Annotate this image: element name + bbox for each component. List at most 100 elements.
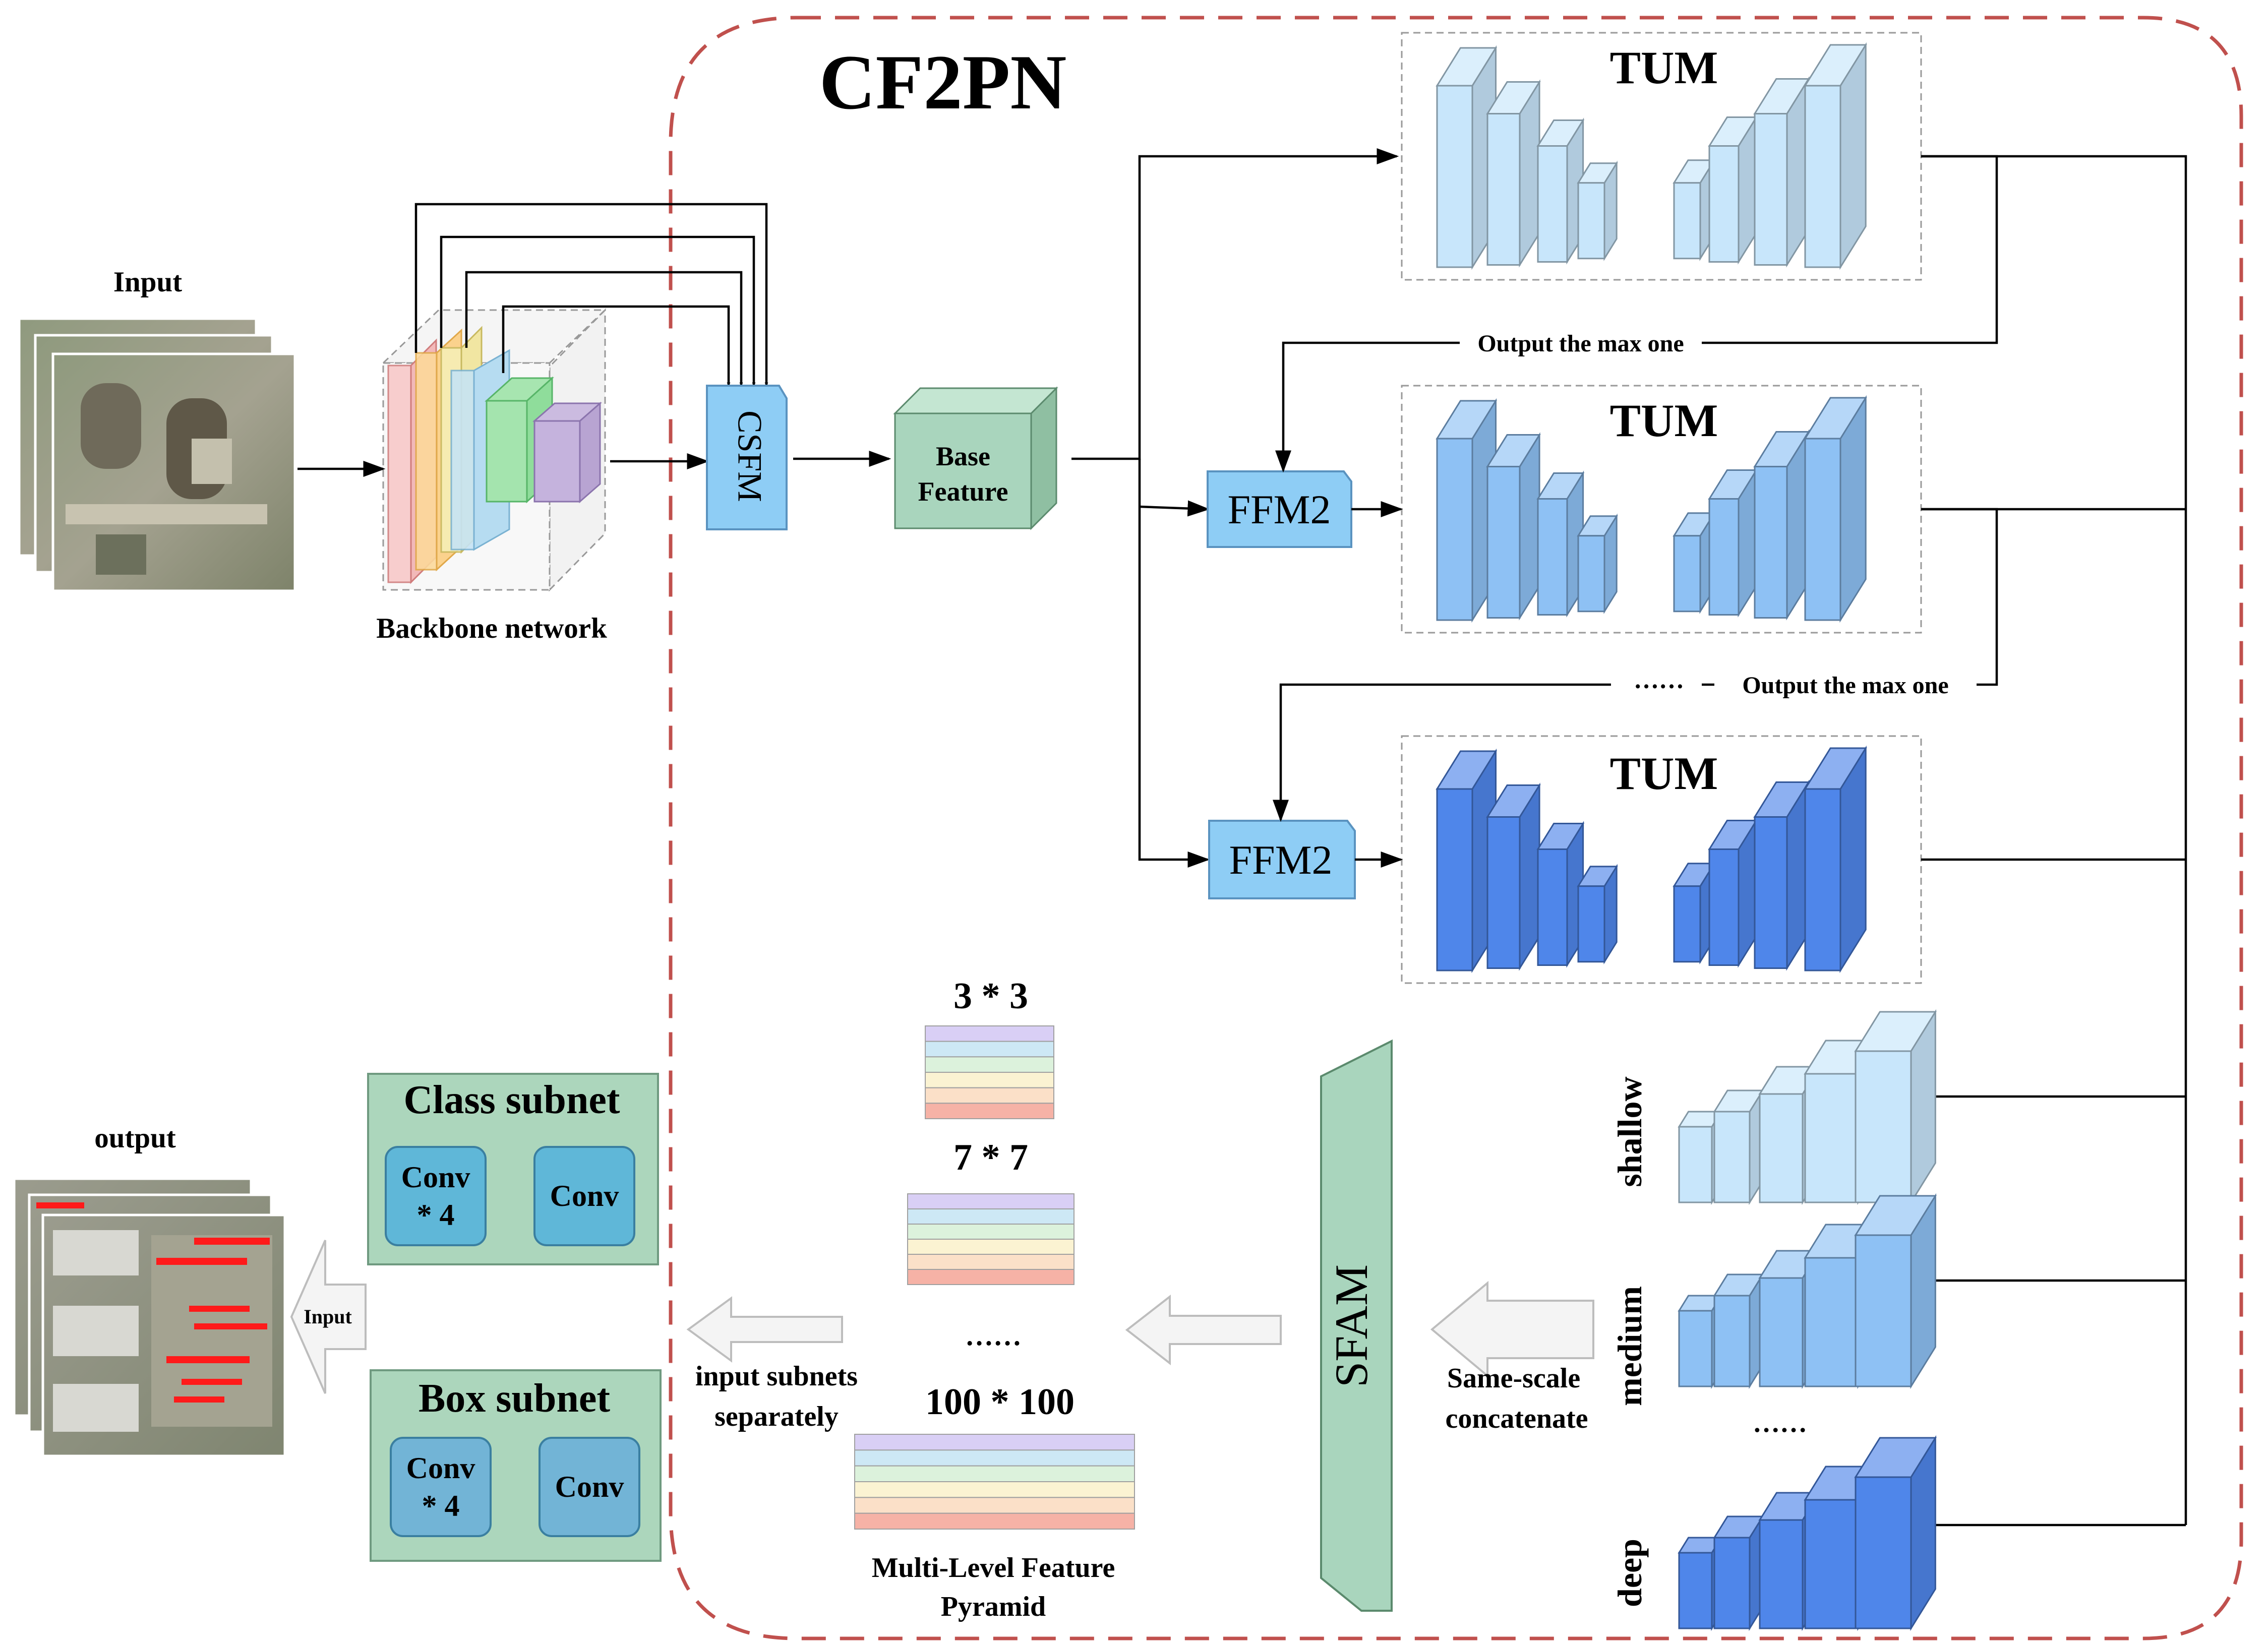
tum2-decoder-block-3-front: [1754, 466, 1788, 619]
pyramid-scale-3: 3 * 3: [953, 976, 1028, 1017]
pyramid-scale-100-stack: [854, 1434, 1135, 1530]
arrow-same-scale: [1430, 1281, 1594, 1378]
class-conv4-label-2: * 4: [417, 1198, 455, 1232]
tum3-decoder-block-1-front: [1673, 885, 1701, 963]
tum1-encoder-block-4-front: [1577, 182, 1605, 260]
tum-label-2: TUM: [1610, 395, 1718, 446]
level-deep-block-4-front: [1804, 1499, 1859, 1629]
output-image-stack: [13, 1177, 286, 1457]
same-scale-label-1: Same-scale: [1447, 1363, 1580, 1394]
level-deep-block-2-front: [1713, 1537, 1751, 1629]
box-conv-block: [539, 1437, 640, 1537]
pyramid-2-stripe-3: [907, 1224, 1075, 1240]
deep-feature-stack: [1678, 1435, 1937, 1631]
pyramid-3-stripe-1: [854, 1434, 1135, 1451]
output-max-ellipsis: ……: [1634, 665, 1684, 694]
pyramid-2-stripe-6: [907, 1269, 1075, 1285]
level-deep-block-3-front: [1759, 1519, 1804, 1629]
pyramid-scale-3-stack: [925, 1025, 1054, 1119]
pyramid-1-stripe-6: [925, 1103, 1054, 1119]
shallow-feature-stack: [1678, 1009, 1937, 1205]
level-label-medium: medium: [1610, 1286, 1649, 1406]
tum2-decoder-block-2-front: [1708, 498, 1740, 616]
base-feature-label-1: Base: [936, 441, 990, 471]
pyramid-scale-7: 7 * 7: [953, 1137, 1028, 1178]
box-conv4-block: [390, 1437, 492, 1537]
class-conv-block: [533, 1146, 635, 1246]
level-shallow-block-5-front: [1855, 1050, 1912, 1203]
tum2-encoder-block-2-front: [1486, 466, 1521, 619]
tum-panel-2: [1401, 385, 1922, 634]
tum-label-1: TUM: [1610, 42, 1718, 93]
sfam-module: [1320, 1039, 1393, 1612]
tum1-decoder-block-3-front: [1754, 113, 1788, 266]
level-deep-block-1-front: [1678, 1552, 1713, 1629]
pyramid-caption-1: Multi-Level Feature: [872, 1552, 1115, 1584]
input-image-stack: [18, 317, 296, 592]
tum1-decoder-block-1-front: [1673, 182, 1701, 260]
tum2-encoder-block-4-front: [1577, 535, 1605, 613]
tum-label-3: TUM: [1610, 748, 1718, 799]
arrow-pyramid-subnets: [686, 1296, 843, 1363]
pyramid-1-stripe-4: [925, 1072, 1054, 1088]
tum3-encoder-block-1-front: [1436, 788, 1473, 971]
output-max-label-1: Output the max one: [1477, 330, 1684, 357]
pyramid-scale-100: 100 * 100: [925, 1381, 1075, 1423]
subnets-input-arrow-label: Input: [304, 1305, 352, 1328]
class-conv-label: Conv: [550, 1179, 619, 1212]
tum1-encoder-block-3-front: [1537, 145, 1568, 263]
pyramid-3-stripe-3: [854, 1465, 1135, 1483]
arrow-subnets-output: [290, 1240, 367, 1394]
level-shallow-block-3-front: [1759, 1093, 1804, 1203]
right-bus: [1893, 155, 2187, 1533]
level-shallow-block-2-front: [1713, 1111, 1751, 1203]
box-conv4-label-1: Conv: [406, 1451, 475, 1485]
tum-panel-3: [1401, 735, 1922, 984]
input-label: Input: [113, 266, 182, 298]
tum2-decoder-block-1-front: [1673, 535, 1701, 613]
class-subnet-title: Class subnet: [403, 1078, 620, 1122]
output-label: output: [94, 1122, 176, 1154]
pyramid-2-stripe-4: [907, 1239, 1075, 1255]
level-medium-block-4-front: [1804, 1257, 1859, 1387]
pyramid-3-stripe-2: [854, 1449, 1135, 1467]
level-medium-block-2-front: [1713, 1295, 1751, 1387]
csfm-module: [706, 385, 788, 530]
pyramid-3-stripe-4: [854, 1481, 1135, 1498]
backbone-label: Backbone network: [376, 613, 607, 644]
pyramid-1-stripe-1: [925, 1025, 1054, 1042]
ffm2-label-1: FFM2: [1227, 486, 1331, 532]
pyramid-caption-2: Pyramid: [941, 1591, 1046, 1622]
csfm-label: CSFM: [731, 410, 769, 502]
tum3-decoder-block-2-front: [1708, 848, 1740, 966]
ffm2-label-2: FFM2: [1229, 837, 1332, 883]
tum3-decoder-block-3-front: [1754, 816, 1788, 969]
ffm2-module-2: [1208, 820, 1356, 899]
tum2-encoder-block-1-front: [1436, 438, 1473, 621]
ffm2-module-1: [1207, 470, 1352, 548]
tum3-encoder-block-2-front: [1486, 816, 1521, 969]
subnets-input-label-2: separately: [714, 1401, 839, 1432]
class-conv4-label-1: Conv: [401, 1161, 470, 1194]
box-conv-label: Conv: [555, 1470, 624, 1503]
level-medium-block-3-front: [1759, 1277, 1804, 1387]
output-max-label-2: Output the max one: [1742, 672, 1948, 699]
base-feature-label-2: Feature: [918, 476, 1008, 507]
pyramid-ellipsis: ……: [965, 1320, 1022, 1352]
tum2-encoder-block-3-front: [1537, 498, 1568, 616]
pyramid-3-stripe-6: [854, 1512, 1135, 1530]
pyramid-2-stripe-5: [907, 1254, 1075, 1270]
tum1-decoder-block-2-front: [1708, 145, 1740, 263]
pyramid-1-stripe-2: [925, 1041, 1054, 1058]
tum1-decoder-block-4-front: [1804, 85, 1841, 268]
level-label-shallow: shallow: [1610, 1076, 1649, 1187]
same-scale-label-2: concatenate: [1445, 1403, 1588, 1434]
pyramid-2-stripe-1: [907, 1193, 1075, 1209]
box-conv4-label-2: * 4: [422, 1489, 460, 1523]
diagram-title: CF2PN: [819, 39, 1067, 126]
tum1-encoder-block-1-front: [1436, 85, 1473, 268]
backbone-network: [381, 308, 607, 592]
level-label-deep: deep: [1610, 1539, 1649, 1607]
pyramid-scale-7-stack: [907, 1193, 1075, 1285]
tum3-encoder-block-4-front: [1577, 885, 1605, 963]
